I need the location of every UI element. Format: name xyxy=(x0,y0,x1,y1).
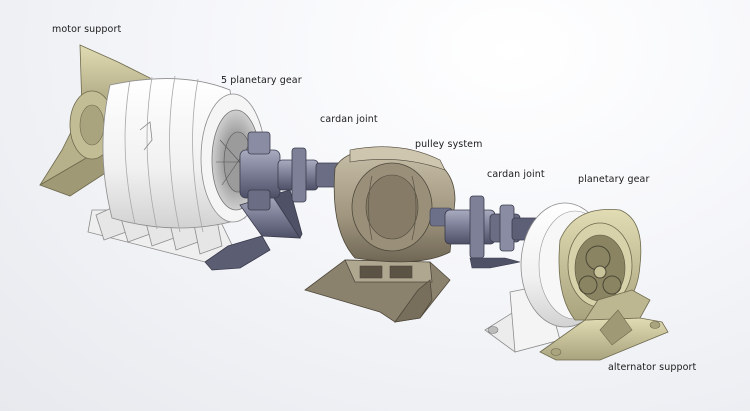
cardan-joint-1-part xyxy=(204,131,347,271)
label-planetary-gear: planetary gear xyxy=(578,174,650,185)
label-cardan-joint-1: cardan joint xyxy=(320,114,378,125)
pulley-system-part xyxy=(304,146,456,323)
label-alternator-support: alternator support xyxy=(608,362,697,373)
planetary-gear-stack-part xyxy=(87,75,266,263)
alternator-support-part xyxy=(539,208,669,361)
label-5-planetary-gear: 5 planetary gear xyxy=(221,75,302,86)
label-cardan-joint-2: cardan joint xyxy=(487,169,545,180)
label-motor-support: motor support xyxy=(52,24,122,35)
label-pulley-system: pulley system xyxy=(415,139,483,150)
